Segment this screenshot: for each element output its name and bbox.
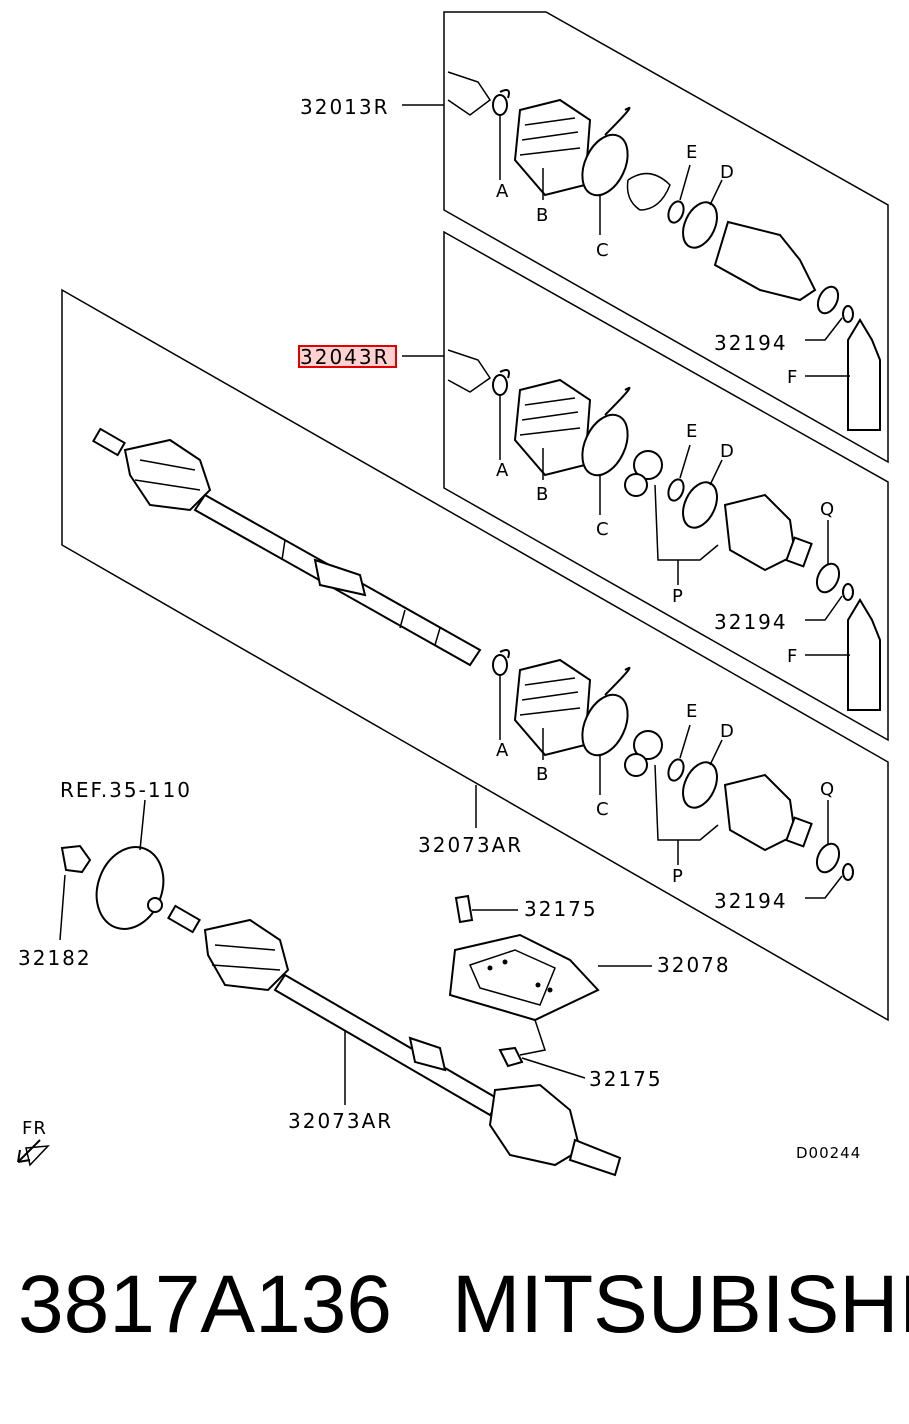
label-32194-middle[interactable]: 32194 bbox=[714, 610, 788, 634]
letter-e-middle: E bbox=[686, 421, 698, 442]
middle-panel-frame bbox=[443, 230, 889, 742]
letter-p-lower: P bbox=[672, 866, 684, 887]
middle-panel-parts bbox=[402, 349, 881, 711]
letter-a-upper: A bbox=[496, 181, 509, 202]
labels: 32013R 32043R 32073AR 32073AR REF.35-110… bbox=[18, 95, 861, 1162]
letter-q-lower: Q bbox=[820, 779, 835, 800]
letter-c-middle: C bbox=[596, 519, 610, 540]
letter-d-lower: D bbox=[720, 721, 735, 742]
letter-q-middle: Q bbox=[820, 499, 835, 520]
label-32078[interactable]: 32078 bbox=[657, 953, 731, 977]
letter-d-upper: D bbox=[720, 162, 735, 183]
label-32175-top[interactable]: 32175 bbox=[524, 897, 598, 921]
letter-c-upper: C bbox=[596, 240, 610, 261]
brand-name: MITSUBISHI bbox=[452, 1259, 909, 1350]
label-ref-35-110[interactable]: REF.35-110 bbox=[60, 778, 192, 802]
label-32073ar-lower[interactable]: 32073AR bbox=[288, 1109, 393, 1133]
part-number: 3817A136 bbox=[18, 1259, 392, 1350]
letter-p-middle: P bbox=[672, 586, 684, 607]
letter-a-lower: A bbox=[496, 740, 509, 761]
label-32013r[interactable]: 32013R bbox=[300, 95, 390, 119]
panel-outlines bbox=[61, 11, 889, 1022]
lower-parts bbox=[17, 799, 652, 1177]
letter-c-lower: C bbox=[596, 799, 610, 820]
label-32182[interactable]: 32182 bbox=[18, 946, 92, 970]
letter-f-middle: F bbox=[787, 646, 798, 667]
label-32175-bottom[interactable]: 32175 bbox=[589, 1067, 663, 1091]
upper-panel-parts bbox=[402, 71, 881, 431]
letter-b-middle: B bbox=[536, 484, 549, 505]
part-footer: 3817A136 MITSUBISHI bbox=[0, 1258, 909, 1378]
letter-d-middle: D bbox=[720, 441, 735, 462]
letter-f-upper: F bbox=[787, 367, 798, 388]
letter-b-lower: B bbox=[536, 764, 549, 785]
label-32043r-highlighted[interactable]: 32043R bbox=[300, 345, 390, 369]
main-panel-parts bbox=[92, 427, 854, 899]
diagram-code: D00244 bbox=[796, 1144, 861, 1162]
letter-e-upper: E bbox=[686, 142, 698, 163]
label-32194-lower[interactable]: 32194 bbox=[714, 889, 788, 913]
front-arrow-label: FR bbox=[22, 1118, 47, 1139]
letter-a-middle: A bbox=[496, 460, 509, 481]
letter-b-upper: B bbox=[536, 205, 549, 226]
label-32073ar-main[interactable]: 32073AR bbox=[418, 833, 523, 857]
main-panel-frame bbox=[61, 288, 889, 1022]
exploded-drive-shaft-diagram: 32013R 32043R 32073AR 32073AR REF.35-110… bbox=[17, 11, 889, 1177]
letter-e-lower: E bbox=[686, 701, 698, 722]
upper-panel-frame bbox=[443, 11, 889, 464]
label-32194-upper[interactable]: 32194 bbox=[714, 331, 788, 355]
highlight-box bbox=[298, 345, 397, 368]
